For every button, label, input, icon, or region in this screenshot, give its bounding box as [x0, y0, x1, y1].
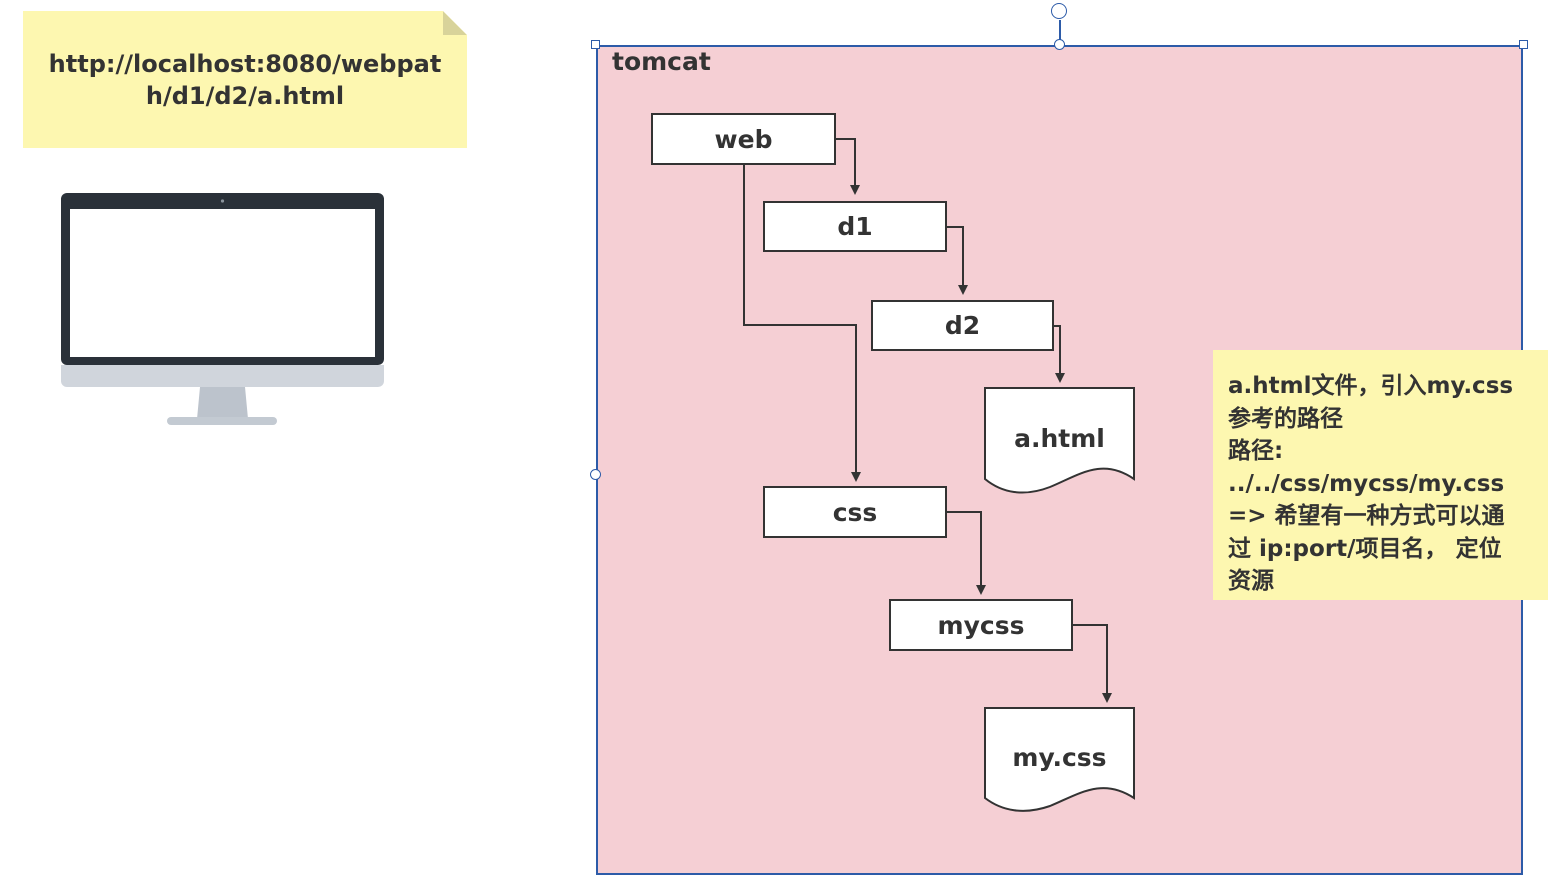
url-note[interactable]: http://localhost:8080/webpat h/d1/d2/a.h… — [23, 11, 467, 148]
file-a-html[interactable]: a.html — [984, 387, 1135, 497]
file-my-css[interactable]: my.css — [984, 707, 1135, 815]
folder-d2[interactable]: d2 — [871, 300, 1054, 351]
url-note-line-1: http://localhost:8080/webpat — [48, 50, 442, 78]
path-note[interactable]: a.html文件，引入my.css 参考的路径 路径: ../../css/my… — [1213, 350, 1548, 600]
document-icon — [984, 707, 1135, 812]
folder-d1[interactable]: d1 — [763, 201, 947, 252]
rotate-handle[interactable] — [1051, 3, 1067, 19]
connector-css-mycss — [946, 511, 986, 595]
resize-handle-top-right[interactable] — [1519, 40, 1528, 49]
path-note-line: ../../css/mycss/my.css — [1228, 470, 1505, 497]
connector-web-d1 — [835, 138, 860, 195]
file-a-html-label: a.html — [1014, 423, 1105, 453]
path-note-line: 路径: — [1228, 438, 1284, 464]
connector-d1-d2 — [946, 226, 968, 295]
path-note-line: a.html文件，引入my.css — [1228, 373, 1514, 399]
resize-handle-top-middle[interactable] — [1054, 39, 1065, 50]
folder-css[interactable]: css — [763, 486, 947, 538]
url-note-line-2: h/d1/d2/a.html — [145, 82, 345, 110]
folder-web[interactable]: web — [651, 113, 836, 165]
document-icon — [984, 387, 1135, 494]
folder-mycss[interactable]: mycss — [889, 599, 1073, 651]
tomcat-label: tomcat — [612, 47, 711, 76]
connector-web-css — [743, 165, 861, 482]
rotate-handle-stem — [1059, 20, 1061, 44]
file-my-css-label: my.css — [1012, 742, 1107, 772]
connector-d2-ahtml — [1053, 325, 1065, 383]
path-note-line: 参考的路径 — [1228, 405, 1343, 432]
path-note-line: => 希望有一种方式可以通 — [1228, 503, 1505, 529]
resize-handle-top-left[interactable] — [591, 40, 600, 49]
resize-handle-left-middle[interactable] — [590, 469, 601, 480]
path-note-line: 资源 — [1228, 568, 1274, 594]
connector-mycss-mycssfile — [1072, 624, 1112, 703]
monitor-icon — [61, 193, 384, 425]
path-note-line: 过 ip:port/项目名， 定位 — [1228, 535, 1502, 562]
